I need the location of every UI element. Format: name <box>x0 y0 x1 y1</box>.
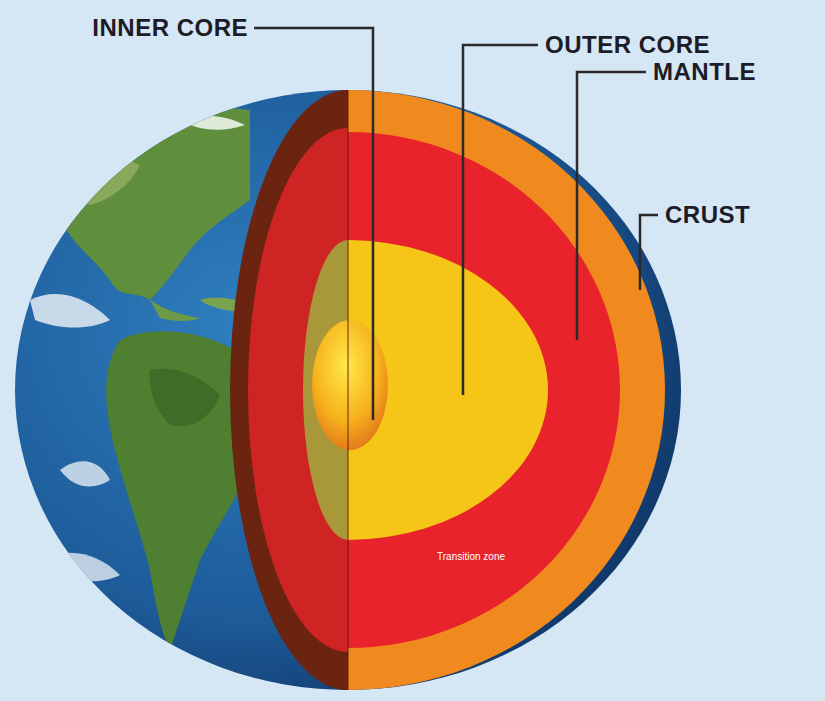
right-cut-face <box>312 90 665 690</box>
layer-label: INNER CORE <box>92 16 248 40</box>
layer-label: OUTER CORE <box>545 33 710 57</box>
layer-label: CRUST <box>665 203 750 227</box>
leader-line <box>463 45 538 395</box>
leader-line <box>577 72 646 340</box>
zone-label: Transition zone <box>437 552 505 562</box>
leader-lines <box>254 28 658 420</box>
layer-label: MANTLE <box>653 60 756 84</box>
leader-line <box>254 28 373 420</box>
globe <box>15 90 681 690</box>
leader-line <box>640 215 658 290</box>
continents <box>30 105 250 659</box>
